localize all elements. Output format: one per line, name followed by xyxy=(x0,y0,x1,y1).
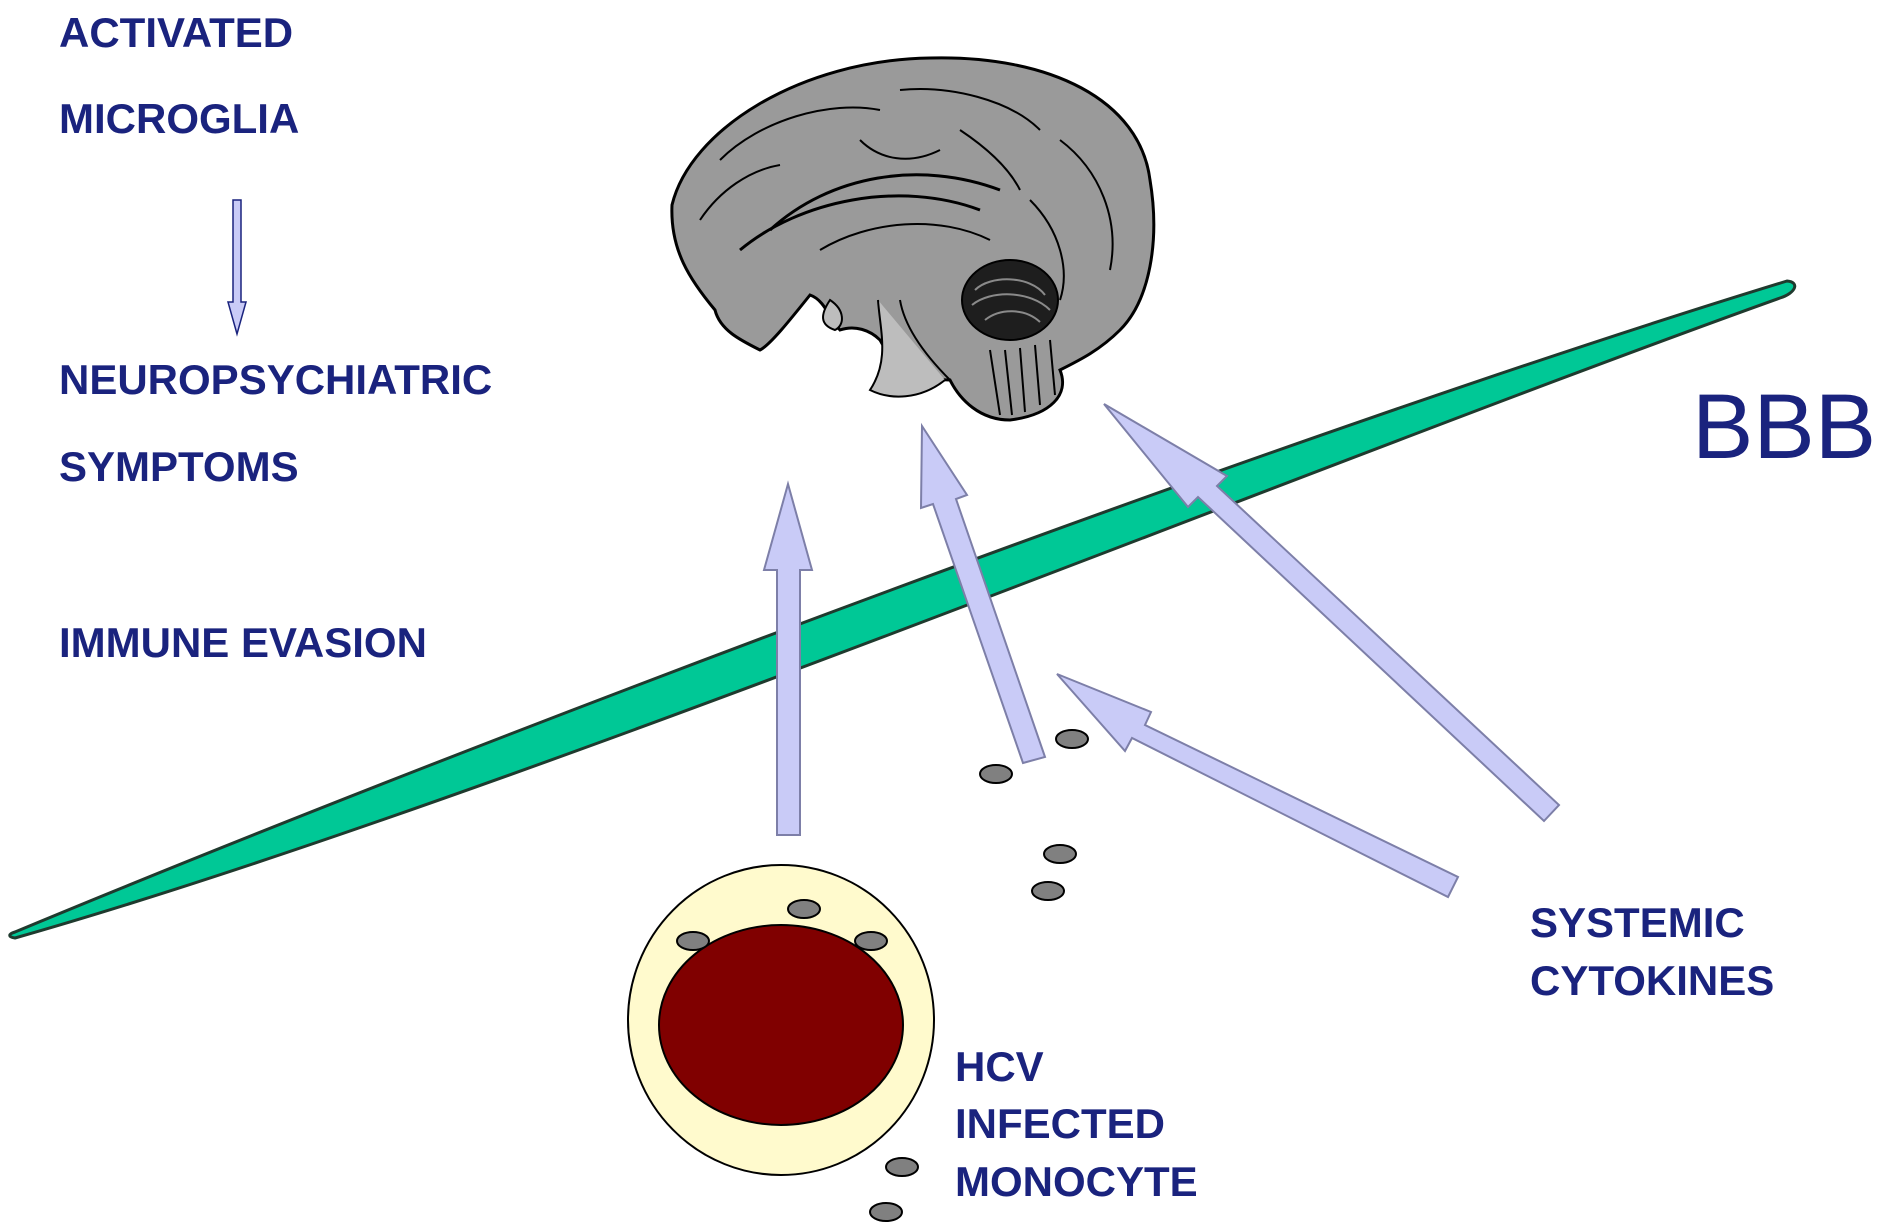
virus-particle-icon xyxy=(870,1203,902,1221)
label-hcv: HCV xyxy=(955,1046,1044,1088)
virus-particle-icon xyxy=(980,765,1012,783)
virus-particle-icon xyxy=(788,900,820,918)
virus-particle-icon xyxy=(886,1158,918,1176)
virus-particle-icon xyxy=(1044,845,1076,863)
brain-icon xyxy=(672,58,1154,420)
monocyte-cell-icon xyxy=(628,865,934,1175)
label-activated: ACTIVATED xyxy=(59,12,293,54)
label-microglia: MICROGLIA xyxy=(59,98,299,140)
label-monocyte: MONOCYTE xyxy=(955,1161,1198,1203)
label-symptoms: SYMPTOMS xyxy=(59,446,299,488)
virus-particle-icon xyxy=(677,932,709,950)
label-bbb: BBB xyxy=(1692,381,1876,473)
label-neuropsychiatric: NEUROPSYCHIATRIC xyxy=(59,359,492,401)
label-immune-evasion: IMMUNE EVASION xyxy=(59,622,427,664)
microglia-to-symptoms-arrow xyxy=(228,200,246,334)
virus-particle-icon xyxy=(1032,882,1064,900)
virus-particle-icon xyxy=(1056,730,1088,748)
virus-particle-icon xyxy=(855,932,887,950)
label-systemic: SYSTEMIC xyxy=(1530,902,1745,944)
label-cytokines: CYTOKINES xyxy=(1530,960,1774,1002)
cytokines-to-virus-arrow xyxy=(1057,674,1458,897)
label-infected: INFECTED xyxy=(955,1103,1165,1145)
